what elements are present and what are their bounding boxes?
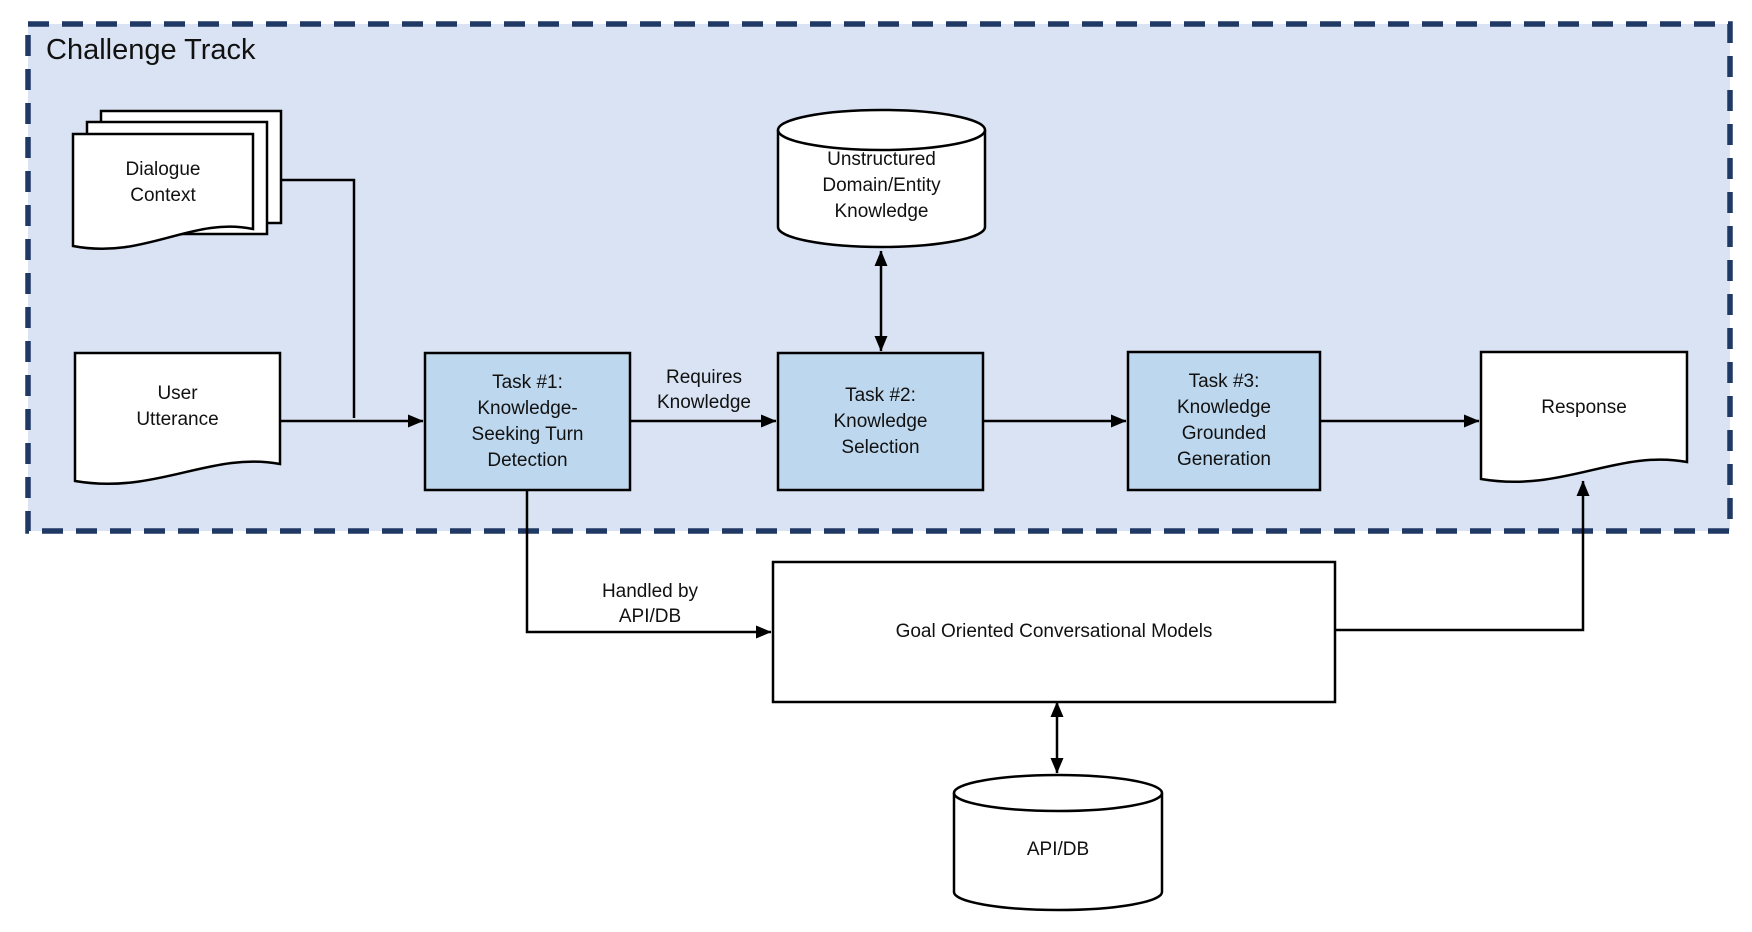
edge-dialogue-context-to-flow <box>281 178 356 418</box>
task3-box <box>1126 350 1322 492</box>
task1-line3: Seeking Turn <box>471 423 584 445</box>
task2-label: Task #2: Knowledge Selection <box>778 353 983 490</box>
requires-knowledge-line2: Knowledge <box>656 391 752 413</box>
task1-line1: Task #1: <box>492 371 563 393</box>
task2-line3: Selection <box>841 436 920 458</box>
edge-goal-models-to-response <box>1335 480 1590 632</box>
unstructured-knowledge-line2: Domain/Entity <box>822 174 941 196</box>
task3-line4: Generation <box>1176 449 1271 470</box>
handled-by-line2: API/DB <box>618 605 682 627</box>
task3-label: Task #3: Knowledge Grounded Generation <box>1128 352 1320 490</box>
task1-label: Task #1: Knowledge- Seeking Turn Detecti… <box>425 353 630 490</box>
response-text: Response <box>1541 397 1627 418</box>
dialogue-context-label: Dialogue Context <box>73 134 253 232</box>
dialogue-context-shape <box>71 132 255 251</box>
user-utterance-label: User Utterance <box>75 353 280 461</box>
edge-task1-to-goal-models <box>525 490 772 639</box>
user-utterance-shape <box>73 351 282 486</box>
api-db-cylinder-body <box>952 793 1164 912</box>
user-utterance-line1: User <box>157 383 198 404</box>
task3-line3: Grounded <box>1181 423 1267 444</box>
unstructured-knowledge-cylinder-body <box>776 130 987 249</box>
user-utterance-line2: Utterance <box>136 409 219 430</box>
goal-models-text: Goal Oriented Conversational Models <box>895 621 1213 642</box>
unstructured-knowledge-line3: Knowledge <box>834 200 929 222</box>
task3-line1: Task #3: <box>1188 371 1260 392</box>
task2-line2: Knowledge <box>833 410 928 432</box>
task3-line2: Knowledge <box>1176 397 1272 418</box>
goal-models-box <box>771 560 1337 704</box>
dialogue-context-line2: Context <box>130 185 196 206</box>
task2-line1: Task #2: <box>845 384 916 406</box>
handled-by-line1: Handled by <box>601 580 699 602</box>
requires-knowledge-line1: Requires <box>665 366 743 388</box>
task1-line2: Knowledge- <box>477 397 578 419</box>
requires-knowledge-label: Requires Knowledge <box>620 364 788 415</box>
task1-line4: Detection <box>487 449 568 471</box>
response-label: Response <box>1481 352 1687 464</box>
api-db-text: API/DB <box>1026 839 1090 860</box>
unstructured-knowledge-line1: Unstructured <box>827 148 936 170</box>
api-db-cylinder-top <box>952 773 1164 813</box>
goal-models-label: Goal Oriented Conversational Models <box>773 562 1335 702</box>
challenge-track-title: Challenge Track <box>46 34 256 66</box>
handled-by-label: Handled by API/DB <box>565 579 735 628</box>
unstructured-knowledge-cylinder-top <box>776 108 987 152</box>
task1-box <box>423 351 632 492</box>
task2-box <box>776 351 985 492</box>
dialogue-context-line1: Dialogue <box>125 159 201 180</box>
api-db-label: API/DB <box>954 795 1162 905</box>
unstructured-knowledge-label: Unstructured Domain/Entity Knowledge <box>778 133 985 238</box>
response-shape <box>1479 350 1689 484</box>
